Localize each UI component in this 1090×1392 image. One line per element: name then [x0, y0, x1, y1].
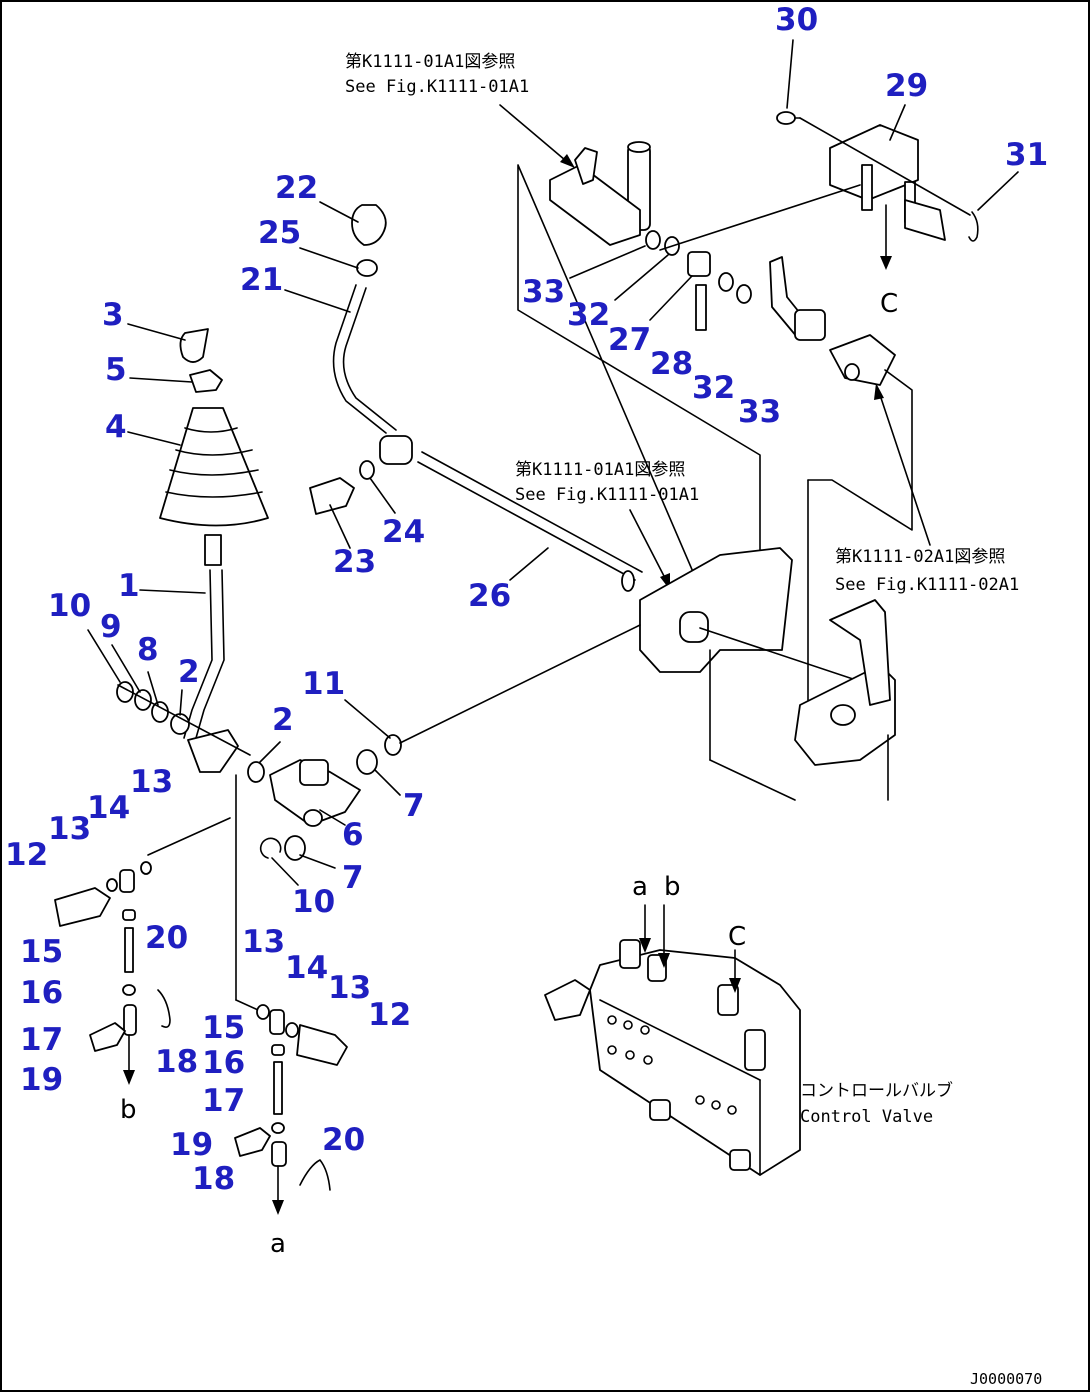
part-label-8: 8	[137, 632, 159, 668]
part-label-12b: 12	[368, 997, 411, 1033]
ref-right-jp: 第K1111-02A1図参照	[835, 547, 1005, 567]
part-labels: 30 29 31 22 25 21 33 32 27 28 32 33 3 5 …	[5, 2, 1048, 1197]
part-label-10b: 10	[292, 884, 335, 920]
part-label-19b: 19	[170, 1127, 213, 1163]
part-label-24: 24	[382, 514, 425, 550]
part-label-13b: 13	[48, 811, 91, 847]
part-label-20a: 20	[145, 920, 188, 956]
connector-a-bottom: a	[270, 1229, 286, 1259]
part-label-12a: 12	[5, 837, 48, 873]
part-label-33b: 33	[738, 394, 781, 430]
part-label-10a: 10	[48, 588, 91, 624]
ref-mid-en: See Fig.K1111-01A1	[515, 485, 699, 505]
part-label-13d: 13	[328, 970, 371, 1006]
arrow-to-c	[880, 204, 892, 270]
part-label-6: 6	[342, 817, 364, 853]
shaft-assembly	[517, 141, 861, 651]
part-label-27: 27	[608, 322, 651, 358]
connector-c-right: C	[880, 289, 898, 319]
part-label-32b: 32	[692, 370, 735, 406]
part-label-31: 31	[1005, 137, 1048, 173]
connector-b-valve: b	[664, 872, 681, 902]
drawing-code: J0000070	[970, 1370, 1042, 1388]
part-label-18b: 18	[192, 1161, 235, 1197]
part-label-15b: 15	[202, 1010, 245, 1046]
part-label-1: 1	[118, 568, 140, 604]
part-label-32a: 32	[567, 297, 610, 333]
part-label-26: 26	[468, 578, 511, 614]
connector-c-valve: C	[728, 922, 746, 952]
part-label-16b: 16	[202, 1045, 245, 1081]
ref-top-en: See Fig.K1111-01A1	[345, 77, 529, 97]
part-label-16a: 16	[20, 975, 63, 1011]
rod-end-left	[54, 861, 171, 1085]
lever-21	[309, 204, 643, 592]
ref-top-jp: 第K1111-01A1図参照	[345, 52, 515, 72]
part-label-33a: 33	[522, 274, 565, 310]
part-label-22: 22	[275, 170, 318, 206]
connector-a-valve: a	[632, 872, 648, 902]
valve-ports	[607, 1015, 737, 1115]
leader-lines	[87, 39, 1019, 886]
valve-label-en: Control Valve	[800, 1107, 933, 1127]
part-label-9: 9	[100, 609, 122, 645]
part-label-20b: 20	[322, 1122, 365, 1158]
part-label-23: 23	[333, 544, 376, 580]
part-label-13c: 13	[242, 924, 285, 960]
valve-label-jp: コントロールバルブ	[800, 1080, 953, 1101]
part-label-14a: 14	[87, 790, 130, 826]
ref-right-en: See Fig.K1111-02A1	[835, 575, 1019, 595]
part-label-4: 4	[105, 409, 127, 445]
part-label-18a: 18	[155, 1044, 198, 1080]
connector-b-left: b	[120, 1095, 137, 1125]
lever-plate-29	[776, 111, 979, 242]
part-label-14b: 14	[285, 950, 328, 986]
part-label-13a: 13	[130, 764, 173, 800]
part-label-29: 29	[885, 68, 928, 104]
gear-lever-1	[116, 328, 269, 773]
part-label-5: 5	[105, 352, 127, 388]
part-label-7b: 7	[342, 860, 364, 896]
bell-crank-6	[147, 624, 641, 1011]
part-label-30: 30	[775, 2, 818, 38]
ref-mid-jp: 第K1111-01A1図参照	[515, 460, 685, 480]
rod-end-right	[234, 1004, 348, 1215]
part-label-3: 3	[102, 297, 124, 333]
part-label-28: 28	[650, 346, 693, 382]
part-label-2a: 2	[178, 654, 200, 690]
part-label-17b: 17	[202, 1083, 245, 1119]
part-label-15a: 15	[20, 934, 63, 970]
part-label-21: 21	[240, 262, 283, 298]
part-label-25: 25	[258, 215, 301, 251]
linkage-right	[769, 256, 913, 531]
part-label-7a: 7	[403, 788, 425, 824]
part-label-19a: 19	[20, 1062, 63, 1098]
bracket-assembly	[639, 479, 896, 801]
part-label-11: 11	[302, 666, 345, 702]
part-label-2b: 2	[272, 702, 294, 738]
control-valve	[544, 904, 801, 1176]
part-label-17a: 17	[20, 1022, 63, 1058]
